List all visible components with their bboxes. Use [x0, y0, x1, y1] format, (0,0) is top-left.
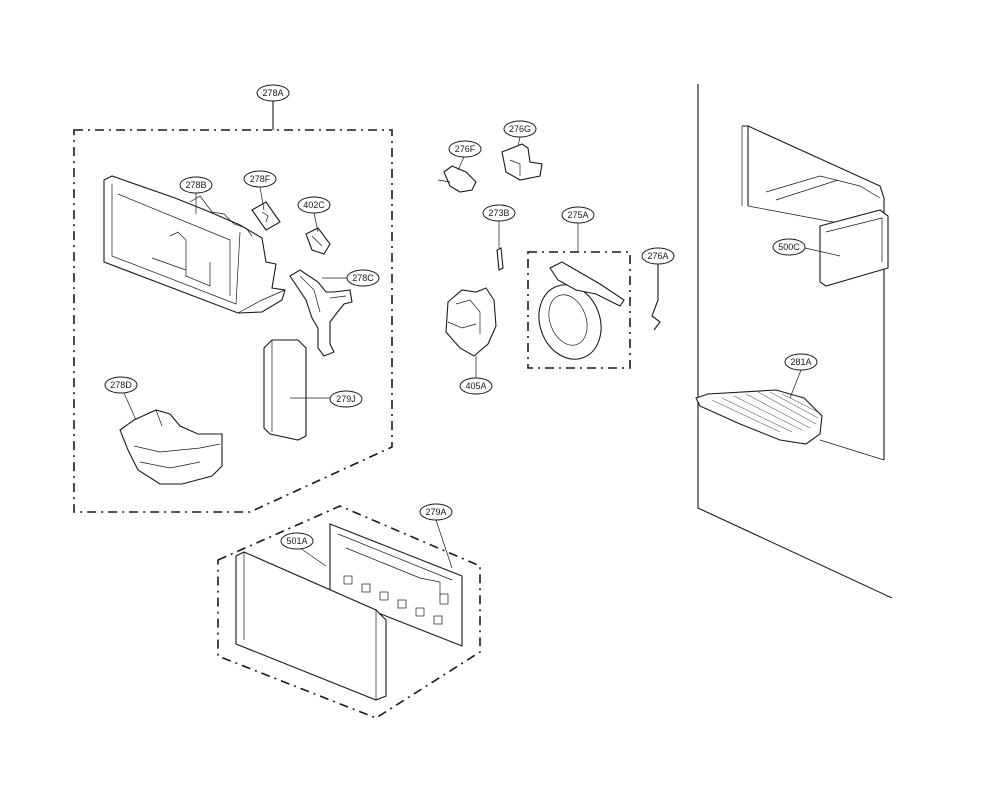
part-278B-housing [103, 175, 286, 314]
callout-501A: 501A [280, 532, 314, 550]
door-liner-view [697, 84, 893, 599]
part-279J-panel [263, 339, 307, 441]
svg-text:278D: 278D [110, 380, 132, 390]
svg-text:278F: 278F [250, 174, 271, 184]
callout-276A: 276A [641, 247, 675, 265]
svg-text:405A: 405A [465, 381, 486, 391]
part-278D-tray [119, 409, 223, 485]
callout-279A: 279A [419, 503, 453, 521]
part-405A-motor [445, 287, 497, 378]
part-273B-pin [496, 221, 504, 271]
part-281A-shelf [695, 369, 823, 445]
callout-278A: 278A [256, 84, 290, 102]
part-402C-component [305, 227, 331, 255]
callout-273B: 273B [482, 204, 516, 222]
part-276F-cam [437, 156, 477, 193]
callout-278D: 278D [104, 376, 138, 394]
svg-text:501A: 501A [286, 536, 307, 546]
part-276G-bracket [501, 136, 543, 181]
leaders-group-278A [123, 186, 349, 421]
part-279A-circuit-board [329, 523, 463, 647]
callout-281A: 281A [784, 353, 818, 371]
group-278A-boundary [73, 101, 393, 513]
callout-402C: 402C [297, 196, 331, 214]
callout-405A: 405A [459, 377, 493, 395]
svg-text:276A: 276A [647, 251, 668, 261]
part-275A-fan [527, 223, 631, 369]
svg-text:279A: 279A [425, 507, 446, 517]
part-500C-board [804, 209, 889, 287]
group-279A-boundary [217, 505, 481, 719]
callout-276F: 276F [448, 140, 482, 158]
svg-text:278B: 278B [185, 180, 206, 190]
svg-text:278A: 278A [262, 88, 283, 98]
svg-text:273B: 273B [488, 208, 509, 218]
callout-275A: 275A [561, 206, 595, 224]
part-278F-plate [251, 201, 281, 231]
svg-text:278C: 278C [352, 273, 374, 283]
svg-text:500C: 500C [778, 242, 800, 252]
svg-text:275A: 275A [567, 210, 588, 220]
svg-text:276G: 276G [509, 124, 531, 134]
callout-278B: 278B [179, 176, 213, 194]
svg-text:276F: 276F [455, 144, 476, 154]
callout-500C: 500C [772, 238, 806, 256]
svg-text:402C: 402C [303, 200, 325, 210]
callout-278C: 278C [346, 269, 380, 287]
svg-text:281A: 281A [790, 357, 811, 367]
callout-276G: 276G [503, 120, 537, 138]
callout-279J: 279J [329, 390, 363, 408]
part-276A-spring [651, 264, 661, 331]
svg-text:279J: 279J [336, 394, 356, 404]
part-278C-lever [289, 269, 353, 357]
part-501A-cover [235, 547, 387, 701]
callout-278F: 278F [243, 170, 277, 188]
